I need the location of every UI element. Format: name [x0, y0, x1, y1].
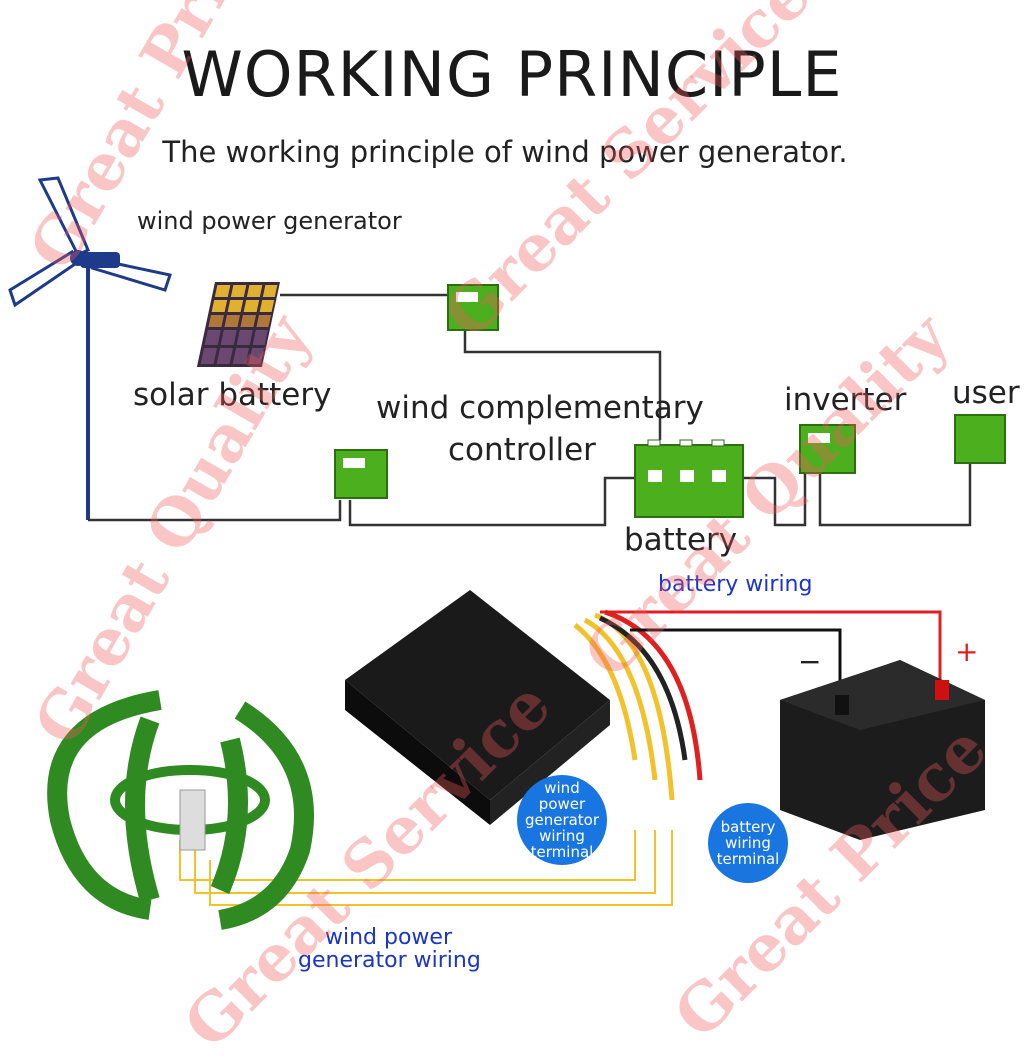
controller-box-icon: [447, 284, 499, 331]
label-solar: solar battery: [133, 377, 332, 413]
car-battery-image: [780, 660, 985, 840]
label-wind-generator: wind power generator: [137, 207, 402, 235]
wind-turbine-icon: [8, 176, 172, 520]
user-box-icon: [954, 414, 1006, 464]
page-subtitle: The working principle of wind power gene…: [162, 135, 848, 169]
page-title: WORKING PRINCIPLE: [181, 38, 843, 111]
inverter-box-icon: [799, 424, 856, 474]
diagram-graphics: [8, 176, 1006, 930]
label-controller-1: wind complementary: [376, 390, 704, 426]
minus-sign: −: [798, 645, 822, 678]
battery-box-icon: [634, 439, 744, 518]
label-user: user: [952, 375, 1020, 411]
small-controller-box-icon: [334, 449, 388, 499]
label-battery: battery: [624, 522, 738, 558]
plus-sign: +: [955, 635, 979, 668]
controller-device-image: [345, 590, 610, 825]
label-wind-wiring-1: wind power: [325, 925, 453, 950]
label-wind-wiring-2: generator wiring: [298, 948, 481, 973]
label-battery-wiring: battery wiring: [658, 572, 813, 597]
label-inverter: inverter: [784, 382, 907, 418]
solar-panel-icon: [196, 282, 280, 367]
label-controller-2: controller: [448, 432, 596, 468]
